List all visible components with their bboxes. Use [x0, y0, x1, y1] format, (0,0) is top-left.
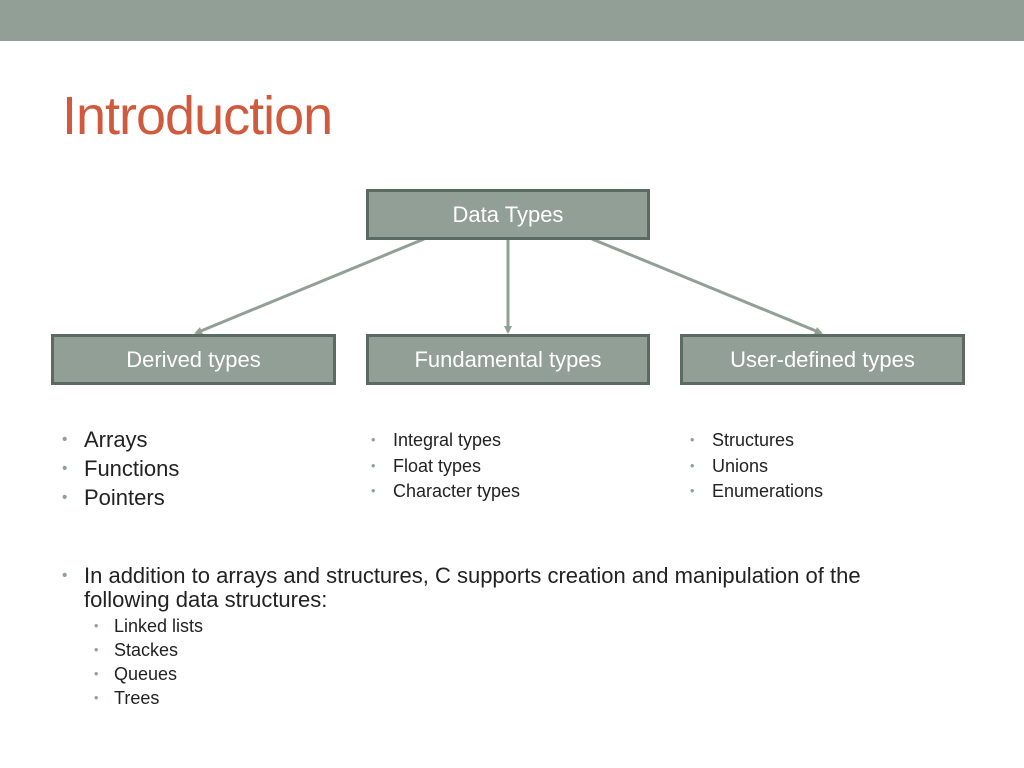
node-data-types-label: Data Types: [452, 201, 564, 227]
bullet-icon: •: [94, 667, 99, 681]
bullet-icon: •: [62, 431, 68, 448]
list-item: •Linked lists: [94, 616, 204, 636]
list-item: •Float types: [371, 454, 520, 480]
bullet-icon: •: [690, 458, 695, 473]
list-item: •Pointers: [62, 485, 165, 510]
bullet-icon: •: [94, 643, 99, 657]
node-fundamental-types: Fundamental types: [366, 334, 650, 385]
node-user-defined-types: User-defined types: [680, 334, 965, 385]
connector-to-derived: [194, 237, 425, 335]
bullet-icon: •: [62, 489, 68, 506]
bullet-icon: •: [371, 458, 376, 473]
list-item: •Unions: [690, 454, 823, 480]
note-text: In addition to arrays and structures, C …: [84, 563, 861, 612]
list-item: •Structures: [690, 428, 823, 454]
data-structures-list: •Linked lists •Stackes •Queues •Trees: [84, 614, 922, 710]
connector-to-userdef: [591, 237, 823, 335]
data-structures-note: • In addition to arrays and structures, C…: [62, 564, 922, 710]
bullet-icon: •: [371, 433, 376, 447]
note-paragraph: • In addition to arrays and structures, C…: [62, 564, 922, 710]
derived-types-list: •Arrays •Functions •Pointers: [62, 425, 179, 512]
slide-title: Introduction: [62, 86, 333, 146]
node-data-types: Data Types: [366, 189, 650, 240]
bullet-icon: •: [690, 484, 695, 498]
list-item: •Functions: [62, 456, 180, 481]
bullet-icon: •: [371, 484, 376, 498]
list-item: •Enumerations: [690, 479, 823, 505]
bullet-icon: •: [94, 619, 99, 633]
node-derived-types: Derived types: [51, 334, 336, 385]
list-item: •Integral types: [371, 428, 520, 454]
list-item: •Queues: [94, 664, 178, 684]
bullet-icon: •: [62, 567, 68, 584]
fundamental-types-list: •Integral types •Float types •Character …: [371, 428, 520, 505]
bullet-icon: •: [690, 433, 695, 447]
node-fundamental-types-label: Fundamental types: [414, 346, 602, 372]
user-defined-types-list: •Structures •Unions •Enumerations: [690, 428, 823, 505]
list-item: •Stackes: [94, 640, 179, 660]
bullet-icon: •: [62, 460, 68, 477]
node-user-defined-types-label: User-defined types: [730, 346, 915, 372]
list-item: •Trees: [94, 688, 160, 708]
bullet-icon: •: [94, 691, 99, 705]
list-item: •Arrays: [62, 427, 148, 452]
top-decorative-band: [0, 0, 1024, 41]
list-item: •Character types: [371, 479, 520, 505]
node-derived-types-label: Derived types: [126, 346, 261, 372]
